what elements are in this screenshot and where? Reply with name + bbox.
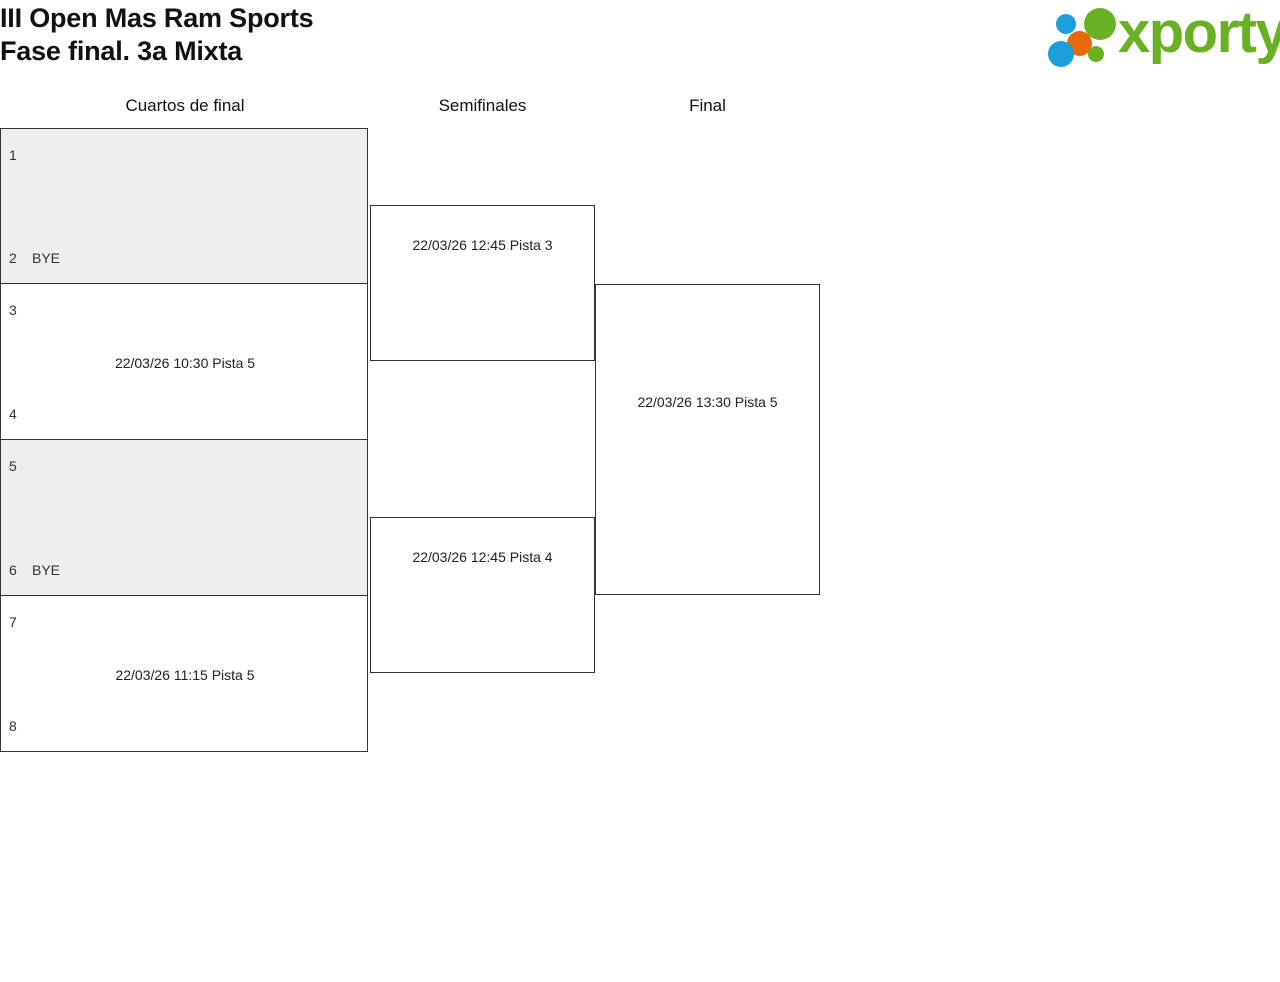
seed-name: BYE — [32, 250, 61, 266]
seed-number: 3 — [9, 302, 17, 318]
logo-dot-green-small — [1088, 46, 1104, 62]
logo-wordmark: xporty — [1118, 0, 1280, 65]
column-header-semifinals: Semifinales — [438, 96, 527, 115]
logo-dot-blue-large — [1048, 41, 1074, 67]
seed-entry-top: 7 — [9, 614, 32, 630]
bracket-match-qf-3[interactable]: 5 6 BYE — [0, 440, 368, 596]
seed-number: 6 — [9, 562, 17, 578]
logo-dots-icon — [1048, 5, 1126, 67]
seed-entry-bottom: 8 — [9, 718, 32, 734]
seed-entry-top: 5 — [9, 458, 32, 474]
title-block: III Open Mas Ram Sports Fase final. 3a M… — [0, 2, 314, 68]
seed-number: 4 — [9, 406, 17, 422]
seed-entry-bottom: 4 — [9, 406, 32, 422]
match-info: 22/03/26 13:30 Pista 5 — [637, 394, 778, 410]
seed-number: 8 — [9, 718, 17, 734]
seed-number: 5 — [9, 458, 17, 474]
bracket-match-qf-1[interactable]: 1 2 BYE — [0, 128, 368, 284]
seed-entry-top: 3 — [9, 302, 32, 318]
seed-entry-bottom: 6 BYE — [9, 562, 60, 578]
seed-entry-top: 1 — [9, 147, 32, 163]
logo-dot-green-large — [1084, 8, 1116, 40]
column-header-quarterfinals: Cuartos de final — [125, 96, 245, 115]
bracket-match-qf-4[interactable]: 7 22/03/26 11:15 Pista 5 8 — [0, 596, 368, 752]
page-title-line1: III Open Mas Ram Sports — [0, 3, 314, 33]
bracket-match-sf-1[interactable]: 22/03/26 12:45 Pista 3 — [370, 205, 595, 361]
column-header-final: Final — [689, 96, 726, 115]
match-info: 22/03/26 12:45 Pista 3 — [412, 237, 553, 253]
match-info: 22/03/26 12:45 Pista 4 — [412, 549, 553, 565]
page-title-line2: Fase final. 3a Mixta — [0, 36, 243, 66]
page-header: III Open Mas Ram Sports Fase final. 3a M… — [0, 0, 1280, 88]
logo-dot-blue-small — [1056, 14, 1076, 34]
match-info: 22/03/26 10:30 Pista 5 — [114, 355, 256, 371]
seed-number: 1 — [9, 147, 17, 163]
bracket-match-qf-2[interactable]: 3 22/03/26 10:30 Pista 5 4 — [0, 284, 368, 440]
seed-number: 7 — [9, 614, 17, 630]
seed-name: BYE — [32, 562, 61, 578]
seed-entry-bottom: 2 BYE — [9, 250, 60, 266]
seed-number: 2 — [9, 250, 17, 266]
match-info: 22/03/26 11:15 Pista 5 — [115, 667, 255, 683]
bracket-match-final[interactable]: 22/03/26 13:30 Pista 5 — [595, 284, 820, 595]
bracket-match-sf-2[interactable]: 22/03/26 12:45 Pista 4 — [370, 517, 595, 673]
xporty-logo: xporty — [1048, 2, 1280, 67]
